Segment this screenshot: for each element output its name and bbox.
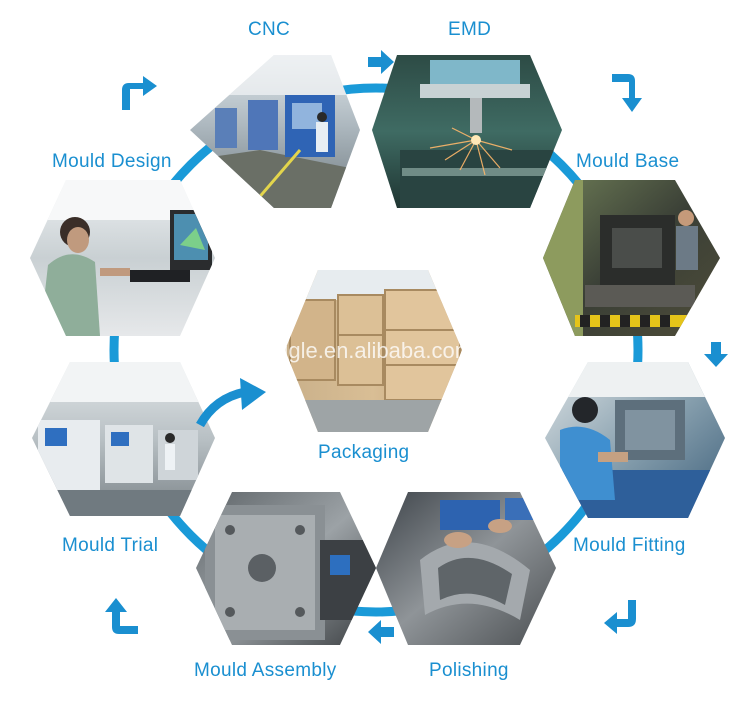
hands-polishing-mould-photo bbox=[420, 498, 550, 620]
label-mould-design: Mould Design bbox=[52, 151, 172, 172]
watermark-text: kinggle.en.alibaba.com bbox=[248, 338, 474, 363]
label-mould-assembly: Mould Assembly bbox=[194, 660, 337, 681]
arrow-right-down-icon bbox=[612, 74, 642, 112]
arrow-down-left-icon bbox=[604, 600, 636, 634]
label-mould-fitting: Mould Fitting bbox=[573, 535, 686, 556]
label-emd: EMD bbox=[448, 19, 492, 40]
label-polishing: Polishing bbox=[429, 660, 509, 681]
arrow-left-up-icon bbox=[105, 598, 138, 634]
injection-machines-photo bbox=[32, 362, 215, 516]
arrow-trial-to-packaging bbox=[196, 387, 247, 428]
edm-sparks-photo bbox=[400, 60, 560, 208]
hex-mould-fitting bbox=[545, 362, 725, 518]
label-mould-base: Mould Base bbox=[576, 151, 680, 172]
hex-cnc bbox=[190, 55, 360, 208]
hex-mould-assembly bbox=[196, 492, 376, 645]
hex-mould-design bbox=[30, 180, 215, 336]
arrow-left-icon bbox=[368, 620, 394, 644]
hex-emd bbox=[372, 55, 562, 208]
hex-mould-base bbox=[543, 180, 720, 336]
label-packaging: Packaging bbox=[318, 442, 410, 463]
label-cnc: CNC bbox=[248, 19, 291, 40]
steel-mould-block-photo bbox=[205, 505, 376, 640]
label-mould-trial: Mould Trial bbox=[62, 535, 159, 556]
hex-mould-trial bbox=[32, 362, 215, 516]
cnc-workshop-photo bbox=[190, 55, 360, 208]
arrow-head-icon bbox=[240, 378, 266, 410]
hex-polishing bbox=[376, 492, 556, 645]
arrow-right-icon bbox=[368, 50, 394, 74]
arrow-down-icon bbox=[704, 342, 728, 367]
arrow-up-right-icon bbox=[122, 76, 157, 110]
process-ring bbox=[109, 83, 643, 617]
